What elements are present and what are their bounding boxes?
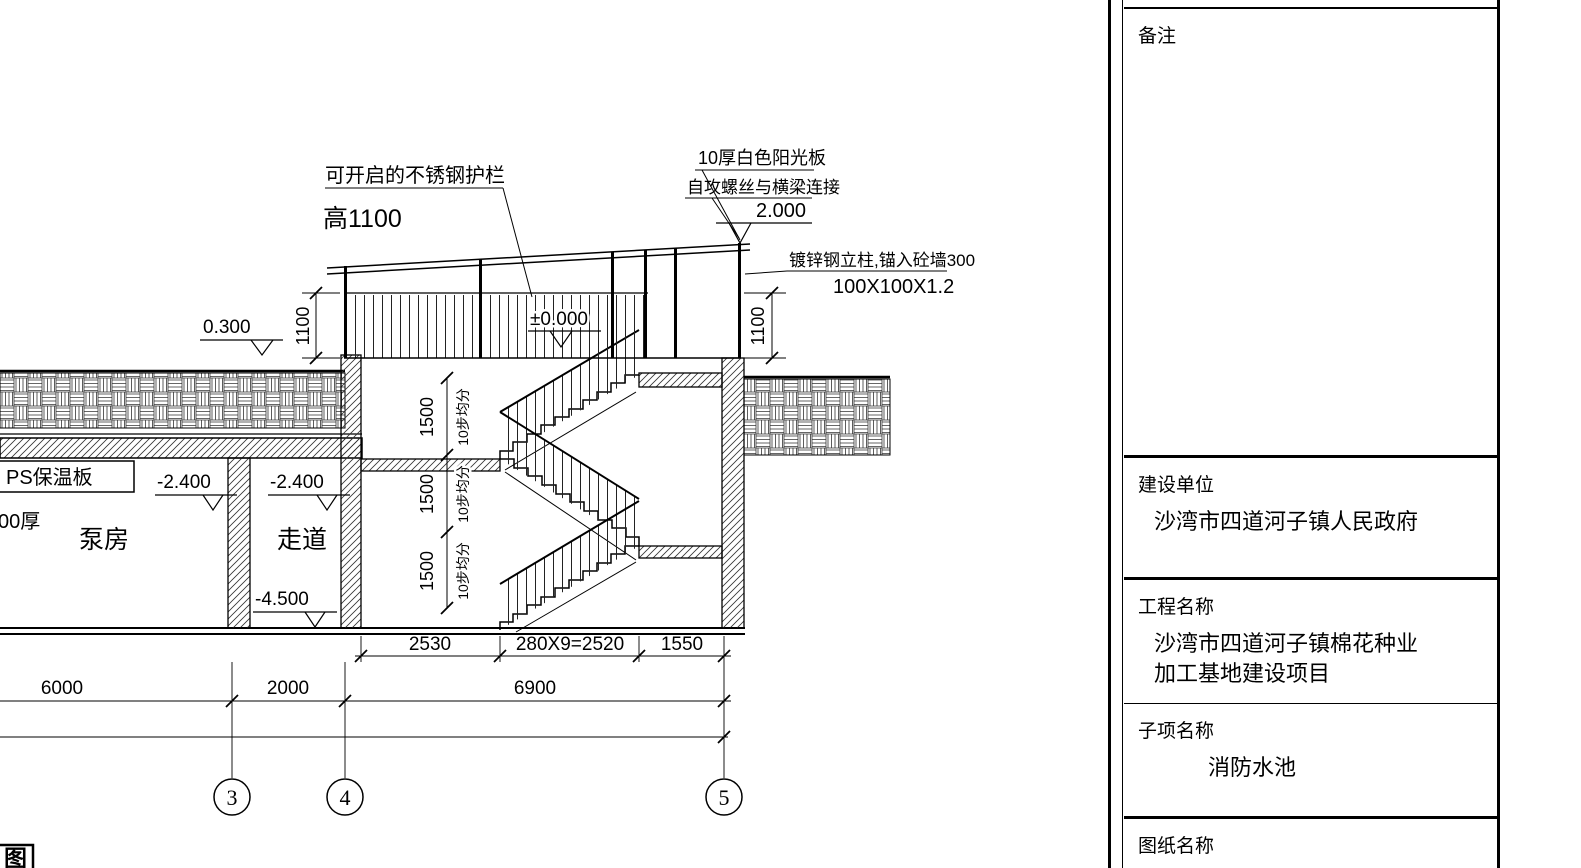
marker-m4500 <box>253 611 337 629</box>
pump-room-label: 泵房 <box>79 526 129 554</box>
railing-post <box>479 259 482 358</box>
dim-6000-text: 6000 <box>41 678 83 699</box>
title-block-inner-border <box>1122 0 1123 868</box>
insulation-label-box <box>0 460 135 493</box>
sheet-name-section: 图纸名称 <box>1124 816 1497 868</box>
grid-3-number: 3 <box>227 785 238 810</box>
landing-mid-left <box>360 458 501 472</box>
landing-top-slab <box>638 372 723 388</box>
dim-1500-text: 1500 <box>417 474 437 514</box>
dim-1100-left-text: 1100 <box>293 307 313 346</box>
dim-1500-text: 1500 <box>417 397 437 437</box>
section-drawing: 3 4 5 可开启的不锈钢护栏 高1100 10厚白色阳光板 自攻螺丝与横梁连接… <box>0 148 975 868</box>
project-section: 工程名称 沙湾市四道河子镇棉花种业 加工基地建设项目 <box>1124 577 1497 703</box>
client-label: 建设单位 <box>1138 475 1215 496</box>
landing-mid-right <box>638 545 723 559</box>
dim-1100-right-text: 1100 <box>748 307 768 346</box>
marker-2000 <box>716 222 812 245</box>
steps-equal-text: 10步均分 <box>455 542 471 600</box>
grid-bubble-4 <box>326 778 364 816</box>
project-value-line2: 加工基地建设项目 <box>1154 661 1331 686</box>
post-spec-label: 100X100X1.2 <box>833 276 954 298</box>
baluster-panel <box>614 295 646 358</box>
project-value-line1: 沙湾市四道河子镇棉花种业 <box>1154 631 1419 656</box>
dim-1100-left <box>302 286 340 365</box>
railing-label: 可开启的不锈钢护栏 <box>325 164 505 187</box>
baluster-panel <box>483 295 609 358</box>
dim-1100-right <box>744 286 786 365</box>
dim-2000-text: 2000 <box>267 678 309 699</box>
text-labels: 可开启的不锈钢护栏 高1100 10厚白色阳光板 自攻螺丝与横梁连接 2.000… <box>0 148 975 699</box>
floor-bottom <box>0 627 745 635</box>
steps-equal-text: 10步均分 <box>455 465 471 523</box>
wall-stair-left <box>340 354 362 629</box>
corridor-label: 走道 <box>277 526 327 554</box>
railing-post <box>611 252 614 358</box>
dim-1550-text: 1550 <box>661 634 703 655</box>
slab-minus-2400 <box>0 433 363 459</box>
subproject-value: 消防水池 <box>1208 755 1297 780</box>
corner-title-mark: 图 <box>0 843 35 868</box>
bottom-dims <box>0 636 731 744</box>
screw-label: 自攻螺丝与横梁连接 <box>687 178 840 197</box>
project-label: 工程名称 <box>1138 597 1215 618</box>
ground-left <box>0 369 346 429</box>
sheet-name-label: 图纸名称 <box>1138 836 1215 857</box>
flight-lower-underside <box>515 561 637 633</box>
steps-equal-text: 10步均分 <box>455 388 471 446</box>
elev-m2400-text-a: -2.400 <box>157 472 211 493</box>
baluster-panel <box>349 295 476 358</box>
elev-0300-text: 0.300 <box>203 317 251 338</box>
ground-right <box>743 375 891 456</box>
railing-height-label: 高1100 <box>323 205 402 233</box>
client-section: 建设单位 沙湾市四道河子镇人民政府 <box>1124 455 1497 577</box>
steel-post-label: 镀锌钢立柱,锚入砼墙300 <box>789 251 975 270</box>
wall-stair-right <box>721 357 745 629</box>
corner-title-text: 图 <box>4 845 27 868</box>
railing-post <box>674 248 677 358</box>
elev-m2400-text-b: -2.400 <box>270 472 324 493</box>
leaders <box>325 169 947 298</box>
elev-0000-text: ±0.000 <box>530 309 588 330</box>
remarks-label: 备注 <box>1138 26 1177 47</box>
grid-bubble-5 <box>705 778 743 816</box>
marker-m2400-b <box>268 494 350 512</box>
grid-bubble-3 <box>213 778 251 816</box>
railing-post <box>344 266 347 358</box>
marker-0000 <box>528 330 601 349</box>
dim-1500-text: 1500 <box>417 551 437 591</box>
grid-4-number: 4 <box>340 785 351 810</box>
wall-partition <box>227 457 251 629</box>
thickness-label: 00厚 <box>0 511 40 533</box>
steel-column-post <box>738 243 741 358</box>
sun-panel-top <box>326 243 751 269</box>
vertical-dims <box>302 286 786 615</box>
dim-stair-rises <box>440 371 454 615</box>
sun-panel-bottom <box>326 249 751 275</box>
stair-handrails <box>499 329 640 630</box>
subproject-label: 子项名称 <box>1138 721 1215 742</box>
dim-6900-text: 6900 <box>514 678 556 699</box>
title-block: 备注 建设单位 沙湾市四道河子镇人民政府 工程名称 沙湾市四道河子镇棉花种业 加… <box>1108 0 1500 868</box>
railing-post <box>644 250 647 358</box>
grid-bubbles: 3 4 5 <box>213 707 743 816</box>
dim-2530-text: 2530 <box>409 634 451 655</box>
elev-m4500-text: -4.500 <box>255 589 309 610</box>
remarks-section: 备注 <box>1124 7 1497 455</box>
elevation-markers <box>155 222 812 629</box>
marker-0300 <box>200 339 283 357</box>
sun-panel-label: 10厚白色阳光板 <box>698 148 826 168</box>
elev-2000-text: 2.000 <box>756 200 806 222</box>
outdoor-railing <box>326 243 751 359</box>
insulation-label: PS保温板 <box>6 466 93 489</box>
grid-5-number: 5 <box>719 785 730 810</box>
subproject-section: 子项名称 消防水池 <box>1124 703 1497 816</box>
dim-280x9-text: 280X9=2520 <box>516 634 624 655</box>
client-value: 沙湾市四道河子镇人民政府 <box>1154 509 1419 534</box>
marker-m2400-a <box>155 494 237 512</box>
